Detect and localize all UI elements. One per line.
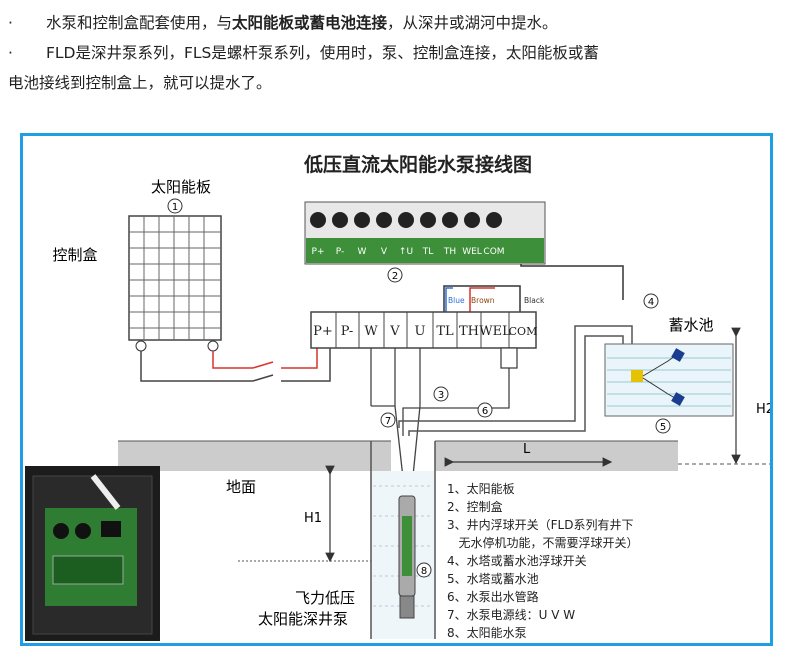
svg-text:TL: TL [422,247,434,257]
svg-text:W: W [358,247,367,257]
control-box-label: 控制盒 [52,246,97,264]
svg-text:P+: P+ [313,324,333,339]
num-2-marker: 2 [387,267,403,283]
svg-text:H1: H1 [304,511,322,526]
legend-item: 1、太阳能板 [447,481,515,496]
svg-text:↑U: ↑U [399,247,413,257]
wiring-diagram: 低压直流太阳能水泵接线图 太阳能板 1 控制盒 [25,153,770,641]
dimension-l: L [444,442,613,467]
svg-text:W: W [364,324,378,339]
svg-text:COM: COM [509,325,538,338]
dimension-h1: H1 [238,465,373,563]
controller-terminal-board: P+ P- W V ↑U TL TH WEL COM [304,201,546,265]
svg-text:P-: P- [341,324,353,339]
svg-text:6: 6 [482,406,488,417]
num-3-marker: 3 [433,386,449,402]
intro-text: ·水泵和控制盒配套使用，与太阳能板或蓄电池连接，从深井或湖河中提水。 ·FLD是… [8,8,783,98]
svg-text:V: V [381,247,388,257]
intro-line-1: ·水泵和控制盒配套使用，与太阳能板或蓄电池连接，从深井或湖河中提水。 [8,14,558,32]
legend-item: 6、水泵出水管路 [447,589,539,604]
legend-item: 5、水塔或蓄水池 [447,572,539,586]
legend-item: 8、太阳能水泵 [447,625,527,640]
svg-text:TH: TH [443,247,456,257]
solar-pump [398,495,416,619]
svg-text:5: 5 [660,422,666,433]
legend-item: 无水停机功能，不需要浮球开关） [447,535,638,550]
num-6-marker: 6 [477,402,493,418]
solar-panel [128,215,222,352]
svg-text:3: 3 [438,390,444,401]
legend-item: 2、控制盒 [447,499,503,514]
svg-text:TL: TL [436,324,454,339]
num-1-marker: 1 [167,198,183,214]
svg-text:TH: TH [459,324,479,339]
water-tank [604,343,734,417]
outlet-pipe [398,325,633,436]
num-4-marker: 4 [643,293,659,309]
num-5-marker: 5 [655,418,671,434]
svg-text:7: 7 [385,416,391,427]
dimension-h2: H2 [731,327,770,465]
legend-item: 7、水泵电源线：U V W [447,608,575,622]
ground-label: 地面 [226,478,256,496]
svg-text:U: U [415,324,426,339]
svg-text:WEL: WEL [462,247,482,257]
num-7-marker: 7 [380,412,396,428]
pump-label-2: 太阳能深井泵 [258,610,348,628]
legend: 1、太阳能板 2、控制盒 3、井内浮球开关（FLD系列有井下 无水停机功能，不需… [447,481,638,640]
solar-panel-label: 太阳能板 [151,178,211,196]
control-box-terminals: P+ P- W V U TL TH WEL COM [310,311,538,349]
wire-blue-label: Blue [448,296,465,305]
svg-text:P+: P+ [312,247,325,257]
svg-text:1: 1 [172,202,178,213]
wire-black-label: Black [524,296,545,305]
svg-text:4: 4 [648,297,654,308]
svg-text:8: 8 [421,566,427,577]
controller-photo [25,466,160,641]
svg-text:H2: H2 [756,402,770,417]
svg-text:P-: P- [336,247,344,257]
legend-item: 3、井内浮球开关（FLD系列有井下 [447,518,633,532]
diagram-title: 低压直流太阳能水泵接线图 [303,153,532,176]
pump-label-1: 飞力低压 [295,589,355,607]
diagram-frame: 低压直流太阳能水泵接线图 太阳能板 1 控制盒 [20,133,773,646]
legend-item: 4、水塔或蓄水池浮球开关 [447,554,587,568]
svg-text:L: L [523,442,531,457]
svg-text:COM: COM [483,247,504,257]
sensor-wires [443,264,624,312]
tank-label: 蓄水池 [668,316,713,334]
svg-text:WEL: WEL [479,324,511,339]
intro-line-2: ·FLD是深井泵系列，FLS是螺杆泵系列，使用时，泵、控制盒连接，太阳能板或蓄 [8,44,599,62]
svg-text:2: 2 [392,271,398,282]
panel-wires [140,346,331,382]
intro-line-3: 电池接线到控制盒上，就可以提水了。 [8,74,272,92]
svg-text:V: V [389,324,400,339]
ground-surface [118,440,770,471]
num-8-marker: 8 [416,562,432,578]
wire-brown-label: Brown [471,296,495,305]
